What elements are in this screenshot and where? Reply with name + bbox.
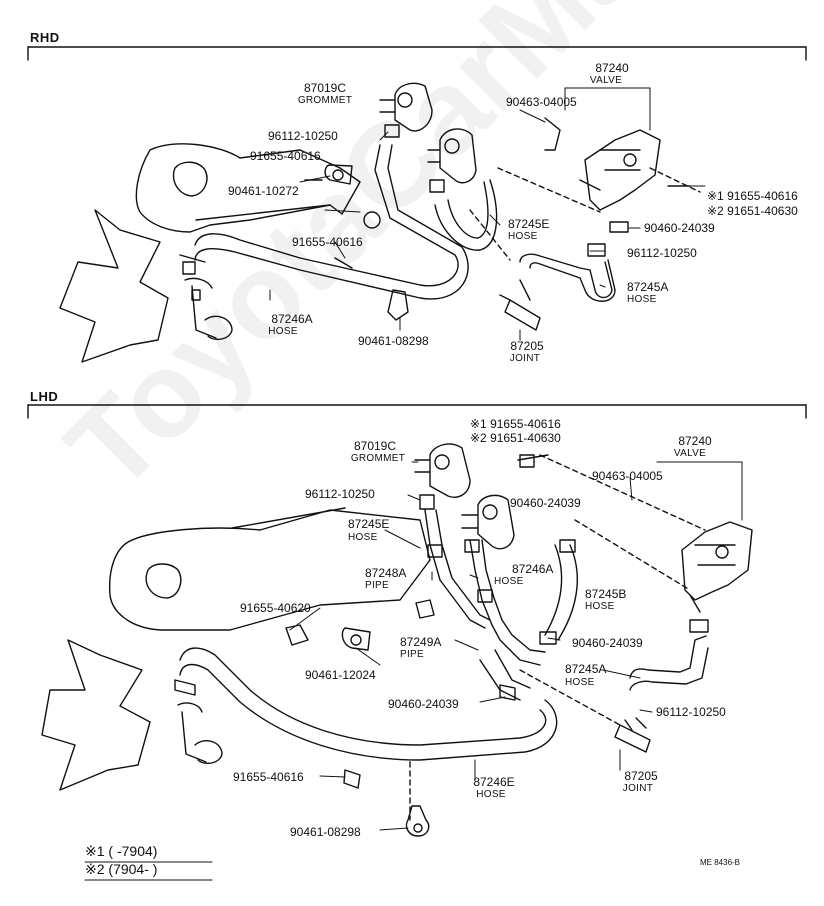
lhd-label-87205-joint: JOINT <box>622 783 654 794</box>
legend-row-1: ※1 ( -7904) <box>85 843 158 859</box>
lhd-label-87246a-hose: HOSE <box>494 576 524 587</box>
lhd-label-87245a: 87245A <box>565 662 607 676</box>
lhd-label-mark2: ※2 91651-40630 <box>470 431 561 445</box>
rhd-label-valve: VALVE <box>589 75 623 86</box>
rhd-leaders-dashed <box>469 167 701 261</box>
lhd-leaders <box>289 461 743 831</box>
lhd-joint-87205 <box>614 717 651 753</box>
lhd-label-87246e: 87246E <box>473 775 515 789</box>
rhd-label-87246a-hose: HOSE <box>268 326 298 337</box>
rhd-hose-87246a <box>179 144 469 300</box>
rhd-label-87245a: 87245A <box>627 280 669 294</box>
lhd-label-87249a-pipe: PIPE <box>400 649 424 660</box>
rhd-label-87245e: 87245E <box>508 217 550 231</box>
rhd-label-87245a-hose: HOSE <box>627 294 657 305</box>
lhd-label-87245e-hose: HOSE <box>348 532 378 543</box>
rhd-label-91655-a: 91655-40616 <box>250 149 321 163</box>
rhd-grommet-upper <box>379 82 477 184</box>
legend-row-2: ※2 (7904- ) <box>85 861 158 877</box>
rhd-clamps <box>182 117 691 321</box>
rhd-label-96112-b: 96112-10250 <box>627 246 697 260</box>
legend-lines <box>84 861 213 881</box>
rhd-label-90460-24039: 90460-24039 <box>644 221 715 235</box>
lhd-label-grommet: GROMMET <box>350 453 406 464</box>
lhd-label-91655-40620: 91655-40620 <box>240 601 311 615</box>
lhd-label-90460-b: 90460-24039 <box>572 636 643 650</box>
lhd-label-87248a-pipe: PIPE <box>365 580 389 591</box>
rhd-label-91655-b: 91655-40616 <box>292 235 363 249</box>
rhd-engine-block <box>135 143 361 233</box>
rhd-label-90461-08298: 90461-08298 <box>358 334 429 348</box>
lhd-valve-87240 <box>681 521 753 613</box>
lhd-label-90460-c: 90460-24039 <box>388 697 459 711</box>
lhd-hose-87245a <box>629 635 709 691</box>
lhd-label-87246a: 87246A <box>512 562 554 576</box>
lhd-label-valve: VALVE <box>673 448 707 459</box>
lhd-label-90463: 90463-04005 <box>592 469 663 483</box>
lhd-pipes <box>424 509 578 701</box>
rhd-label-90461-10272: 90461-10272 <box>228 184 299 198</box>
rhd-label-87205: 87205 <box>510 339 544 353</box>
rhd-label-grommet: GROMMET <box>297 95 353 106</box>
lhd-label-90460-a: 90460-24039 <box>510 496 581 510</box>
rhd-label-87245e-hose: HOSE <box>508 231 538 242</box>
lhd-label-90461-12024: 90461-12024 <box>305 668 376 682</box>
lhd-grommets <box>414 443 515 550</box>
rhd-label-87246a: 87246A <box>271 312 313 326</box>
rhd-label-96112-a: 96112-10250 <box>268 129 338 143</box>
drawing-code: ME 8436-B <box>700 858 741 867</box>
lhd-label-87245a-hose: HOSE <box>565 677 595 688</box>
rhd-label-90463: 90463-04005 <box>506 95 577 109</box>
rhd-leaders <box>269 87 706 341</box>
section-rhd-title: RHD <box>30 30 60 45</box>
lhd-leaders-dashed <box>409 454 706 821</box>
lhd-label-87245b-hose: HOSE <box>585 601 615 612</box>
rhd-valve-87240 <box>579 129 661 211</box>
lhd-label-87205: 87205 <box>624 769 658 783</box>
rhd-label-87205-joint: JOINT <box>509 353 541 364</box>
lhd-label-87248a: 87248A <box>365 566 407 580</box>
rhd-fan <box>59 209 233 363</box>
lhd-label-90461-08298: 90461-08298 <box>290 825 361 839</box>
rhd-label-mark2: ※2 91651-40630 <box>707 204 798 218</box>
lhd-label-96112-b: 96112-10250 <box>656 705 726 719</box>
rhd-hose-87245e <box>434 179 498 251</box>
lhd-label-87246e-hose: HOSE <box>476 789 506 800</box>
section-lhd-title: LHD <box>30 389 59 404</box>
lhd-label-87245b: 87245B <box>585 587 627 601</box>
lhd-label-87019c: 87019C <box>353 439 397 453</box>
rhd-frame <box>27 46 807 61</box>
lhd-hose-87246e <box>179 647 558 761</box>
rhd-label-87240: 87240 <box>595 61 629 75</box>
rhd-label-mark1: ※1 91655-40616 <box>707 189 798 203</box>
lhd-label-mark1: ※1 91655-40616 <box>470 417 561 431</box>
rhd-joint-hose <box>499 253 616 331</box>
lhd-label-87240: 87240 <box>678 434 712 448</box>
rhd-label-87019c: 87019C <box>303 81 347 95</box>
lhd-clamps <box>174 454 709 837</box>
lhd-label-96112-a: 96112-10250 <box>305 487 375 501</box>
lhd-label-87245e: 87245E <box>348 517 390 531</box>
lhd-engine-block <box>108 507 431 631</box>
lhd-fan <box>41 639 223 791</box>
lhd-label-91655-40616: 91655-40616 <box>233 770 304 784</box>
lhd-label-87249a: 87249A <box>400 635 442 649</box>
lhd-frame <box>27 404 807 419</box>
